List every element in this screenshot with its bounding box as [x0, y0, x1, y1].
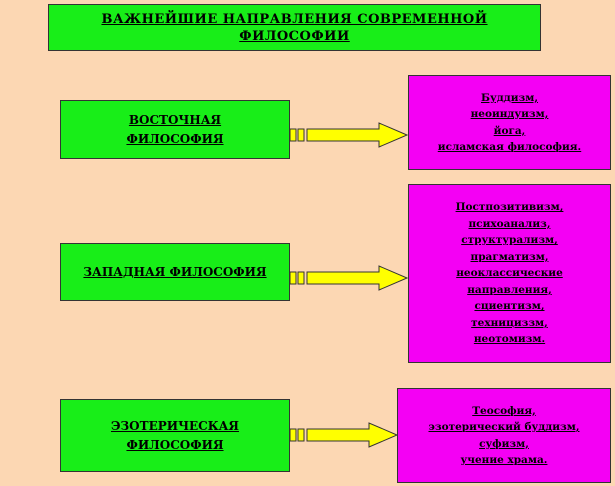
category-esoteric-line-1: ЭЗОТЕРИЧЕСКАЯ — [110, 418, 239, 433]
list-item: исламская философия. — [437, 141, 582, 153]
category-eastern-line-1: ВОСТОЧНАЯ — [128, 112, 222, 127]
list-item: неоиндуизм, — [470, 108, 549, 120]
list-western: Постпозитивизм, психоанализ, структурали… — [408, 184, 611, 363]
category-esoteric: ЭЗОТЕРИЧЕСКАЯ ФИЛОСОФИЯ — [60, 399, 290, 472]
category-western: ЗАПАДНАЯ ФИЛОСОФИЯ — [60, 243, 290, 301]
title-line-2: ФИЛОСОФИИ — [239, 28, 350, 44]
title-line-1: ВАЖНЕЙШИЕ НАПРАВЛЕНИЯ СОВРЕМЕННОЙ — [101, 11, 488, 27]
category-eastern: ВОСТОЧНАЯ ФИЛОСОФИЯ — [60, 100, 290, 159]
list-item: учение храма. — [460, 454, 548, 466]
list-item: направления, — [467, 283, 552, 296]
arrow-esoteric — [289, 422, 399, 448]
category-eastern-line-2: ФИЛОСОФИЯ — [126, 131, 224, 146]
list-item: Постпозитивизм, — [455, 201, 564, 214]
list-eastern: Буддизм, неоиндуизм, йога, исламская фил… — [408, 75, 611, 170]
list-item: Буддизм, — [481, 91, 538, 104]
arrow-eastern — [289, 122, 409, 148]
list-item: прагматизм, — [470, 250, 549, 263]
category-esoteric-line-2: ФИЛОСОФИЯ — [126, 437, 224, 452]
list-item: суфизм, — [479, 437, 529, 450]
list-item: психоанализ, — [468, 217, 551, 230]
list-item: Теософия, — [472, 404, 536, 417]
arrow-western — [289, 265, 409, 291]
list-item: сциентизм, — [474, 300, 545, 313]
title-box: ВАЖНЕЙШИЕ НАПРАВЛЕНИЯ СОВРЕМЕННОЙ ФИЛОСО… — [48, 4, 541, 51]
category-western-line-1: ЗАПАДНАЯ ФИЛОСОФИЯ — [83, 264, 267, 279]
list-item: йога, — [493, 124, 526, 137]
list-item: эзотерический буддизм, — [428, 421, 580, 433]
list-item: неотомизм. — [473, 333, 546, 346]
list-item: структурализм, — [461, 234, 558, 247]
list-esoteric: Теософия, эзотерический буддизм, суфизм,… — [397, 388, 611, 483]
list-item: неоклассические — [456, 267, 563, 280]
list-item: технициззм, — [471, 316, 548, 329]
